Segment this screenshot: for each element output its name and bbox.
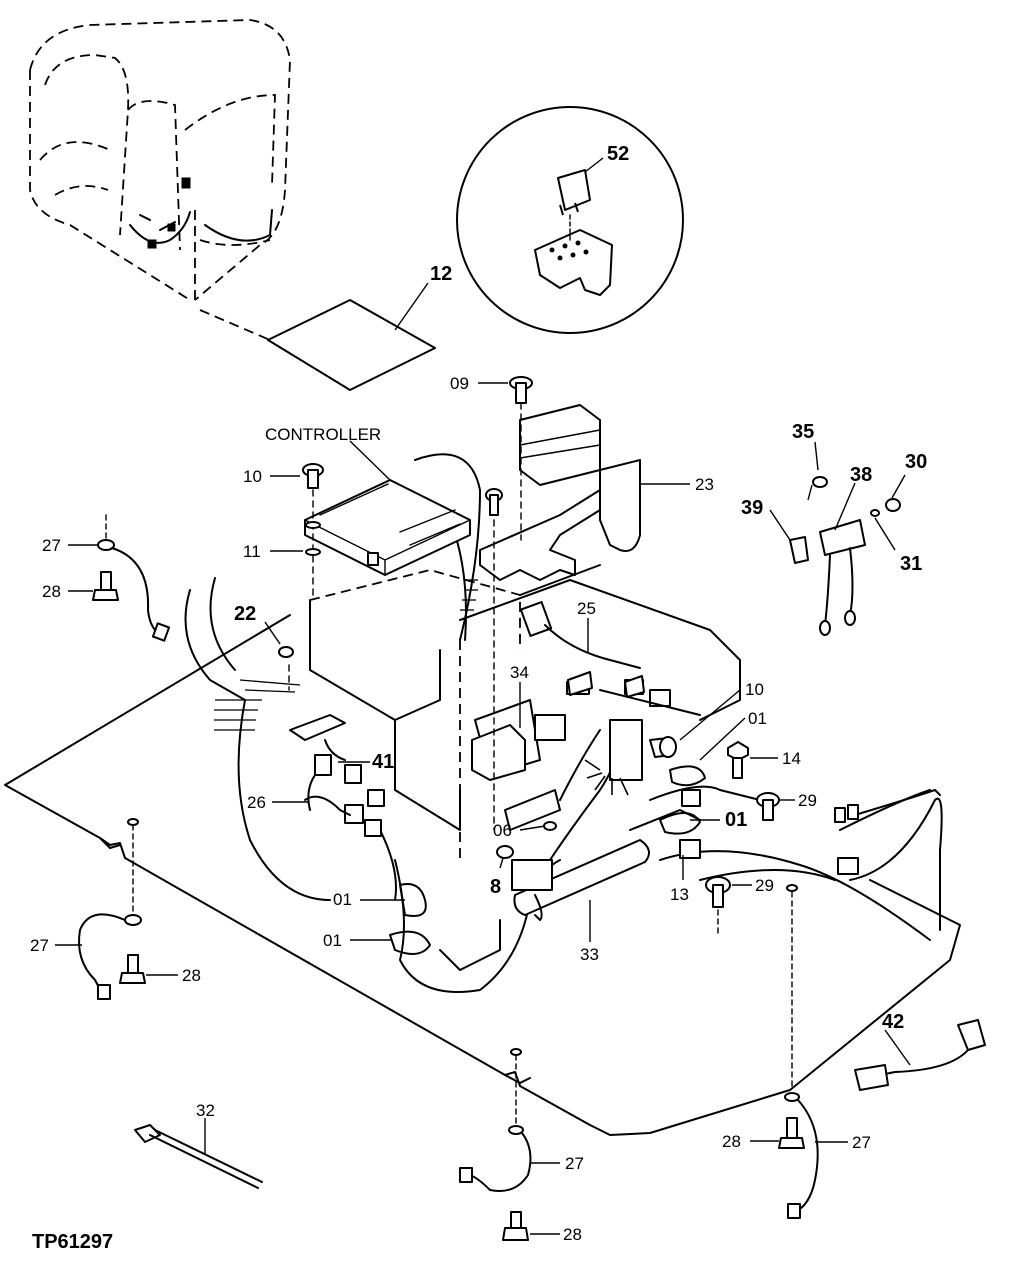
fuse-detail-circle — [456, 106, 684, 334]
callout-32: 32 — [196, 1101, 215, 1120]
cable-tie-32 — [134, 1118, 263, 1189]
floor-mat — [267, 299, 436, 391]
callout-52: 52 — [607, 143, 629, 165]
callout-34: 34 — [510, 663, 529, 682]
floor-plate — [4, 614, 961, 1136]
bolt-14 — [727, 741, 778, 779]
callout-09: 09 — [450, 374, 469, 393]
bolt-center — [485, 488, 503, 831]
callout-01-a: 01 — [333, 890, 352, 909]
callout-27-ul: 27 — [42, 536, 61, 555]
callout-10-right: 10 — [745, 680, 764, 699]
callout-31: 31 — [900, 553, 922, 575]
callout-8: 8 — [490, 876, 501, 898]
figure-reference: TP61297 — [32, 1231, 113, 1253]
callout-01-d: 01 — [725, 809, 747, 831]
label-controller: CONTROLLER — [265, 425, 381, 444]
callout-01-c: 01 — [748, 709, 767, 728]
callout-27-br: 27 — [852, 1133, 871, 1152]
harness-assembly — [184, 453, 943, 993]
bolt-28-bc — [502, 1211, 560, 1241]
callout-27-bc: 27 — [565, 1154, 584, 1173]
callout-25: 25 — [577, 599, 596, 618]
callout-06: 06 — [493, 821, 512, 840]
callout-29-lower: 29 — [755, 876, 774, 895]
callout-30: 30 — [905, 451, 927, 473]
callout-28-ll: 28 — [182, 966, 201, 985]
callout-13: 13 — [670, 885, 689, 904]
controller-unit — [304, 479, 471, 576]
ground-wire-27-bc — [459, 1048, 560, 1192]
callout-29-upper: 29 — [798, 791, 817, 810]
callout-28-br: 28 — [722, 1132, 741, 1151]
callout-14: 14 — [782, 749, 801, 768]
bolt-28-br — [750, 1117, 805, 1149]
ground-wire-27-br — [784, 884, 848, 1219]
callout-28-ul: 28 — [42, 582, 61, 601]
bolt-29-upper — [756, 792, 795, 821]
bolt-10-top — [270, 463, 324, 601]
callout-35: 35 — [792, 421, 814, 443]
callout-26: 26 — [247, 793, 266, 812]
callout-11: 11 — [243, 542, 261, 561]
relay-block — [471, 724, 526, 781]
mounting-bracket — [479, 404, 641, 581]
callout-12: 12 — [430, 263, 452, 285]
bolt-29-lower — [705, 876, 752, 936]
callout-01-b: 01 — [323, 931, 342, 950]
callout-28-bc: 28 — [563, 1225, 582, 1244]
callout-41: 41 — [372, 751, 394, 773]
switch-assembly — [769, 441, 906, 636]
callout-27-ll: 27 — [30, 936, 49, 955]
cab-outline — [29, 19, 291, 341]
callout-10-top: 10 — [243, 467, 262, 486]
bolt-10-right — [649, 736, 677, 758]
callout-22: 22 — [234, 603, 256, 625]
callout-38: 38 — [850, 464, 872, 486]
callout-39: 39 — [741, 497, 763, 519]
callout-33: 33 — [580, 945, 599, 964]
plate-41 — [289, 714, 346, 741]
callout-42: 42 — [882, 1011, 904, 1033]
ground-wire-27-ul — [68, 514, 171, 642]
ground-wire-27-ll — [55, 818, 142, 1000]
bolt-09 — [478, 376, 533, 541]
callout-23: 23 — [695, 475, 714, 494]
connector-42 — [854, 1019, 986, 1091]
bolt-28-ll — [119, 954, 178, 984]
bolt-28-ul — [68, 571, 119, 601]
grommet-22 — [264, 621, 294, 691]
